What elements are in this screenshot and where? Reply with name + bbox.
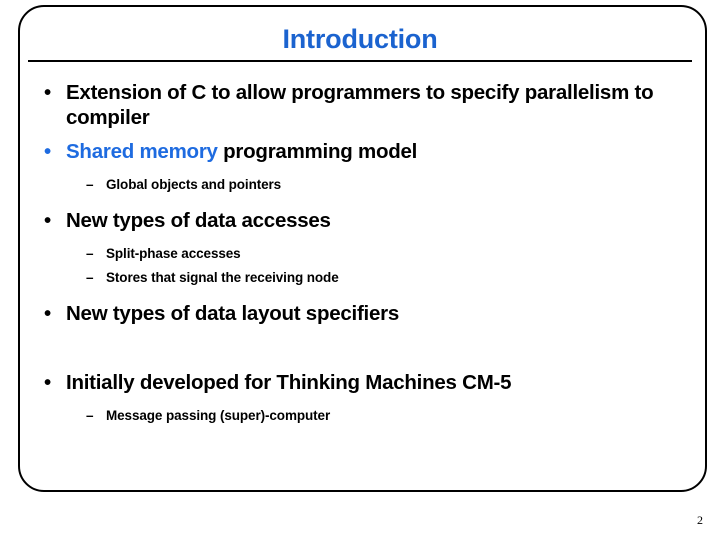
bullet-text: Initially developed for Thinking Machine… [66,371,512,394]
bullet-text: programming model [217,140,418,163]
spacer [30,287,690,301]
bullet-item: • New types of data layout specifiers [30,301,690,326]
page-title: Introduction [282,24,438,54]
spacer [30,233,690,245]
slide-border-frame [18,5,707,492]
bullet-dot-icon: • [44,140,51,163]
sub-bullet-item: – Split-phase accesses [30,245,690,263]
sub-bullet-item: – Global objects and pointers [30,176,690,194]
dash-icon: – [86,270,94,285]
sub-bullet-item: – Stores that signal the receiving node [30,269,690,287]
sub-bullet-text: Split-phase accesses [106,246,241,261]
dash-icon: – [86,408,94,423]
sub-bullet-text: Message passing (super)-computer [106,408,331,423]
spacer-blank-line [30,326,690,370]
spacer [30,395,690,407]
bullet-text: Extension of C to allow programmers to s… [66,81,654,129]
bullet-text: New types of data layout specifiers [66,302,400,325]
sub-bullet-text: Global objects and pointers [106,177,282,192]
bullet-item: • Shared memory programming model [30,139,690,164]
spacer [30,130,690,139]
bullet-text-accent: Shared memory [66,140,218,163]
bullet-dot-icon: • [44,81,51,104]
bullet-dot-icon: • [44,209,51,232]
slide-content: • Extension of C to allow programmers to… [30,80,690,480]
spacer [30,194,690,208]
bullet-text: New types of data accesses [66,209,331,232]
dash-icon: – [86,246,94,261]
bullet-item: • Initially developed for Thinking Machi… [30,370,690,395]
sub-bullet-text: Stores that signal the receiving node [106,270,339,285]
bullet-dot-icon: • [44,302,51,325]
page-number: 2 [697,513,703,527]
bullet-item: • New types of data accesses [30,208,690,233]
sub-bullet-item: – Message passing (super)-computer [30,407,690,425]
bullet-dot-icon: • [44,371,51,394]
spacer [30,164,690,176]
bullet-item: • Extension of C to allow programmers to… [30,80,690,130]
dash-icon: – [86,177,94,192]
title-divider [28,60,692,62]
